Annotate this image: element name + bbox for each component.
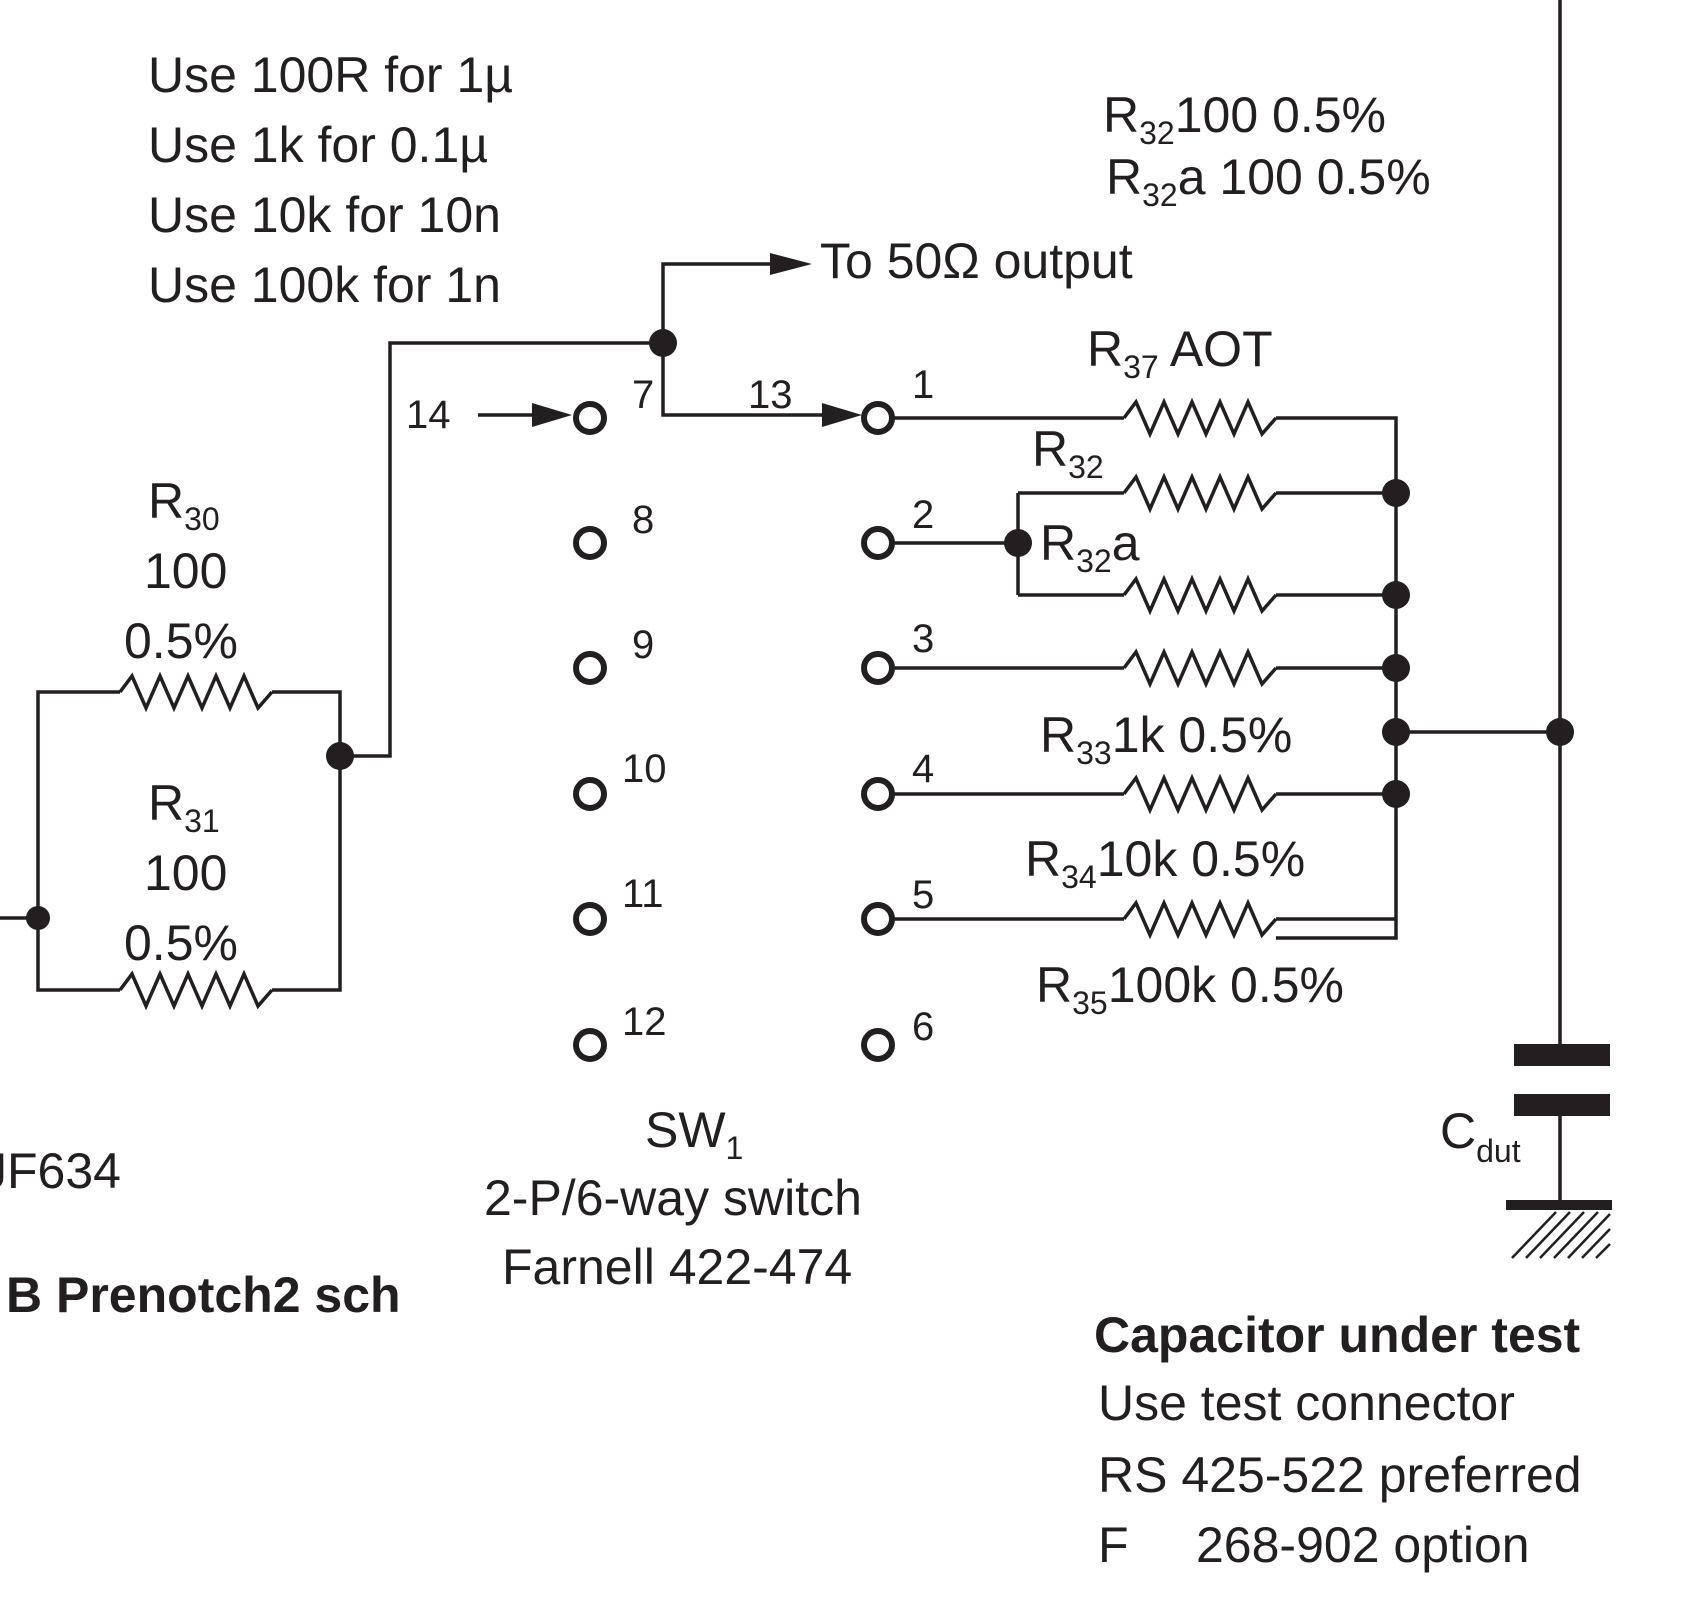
svg-text:100: 100 — [144, 543, 227, 599]
svg-text:SW1: SW1 — [645, 1102, 743, 1166]
r30-label: R30 100 0.5% — [124, 473, 238, 669]
svg-text:4: 4 — [912, 747, 934, 791]
svg-text:1: 1 — [912, 363, 934, 407]
svg-text:R30: R30 — [148, 473, 220, 537]
svg-text:7: 7 — [632, 373, 654, 417]
r32-label: R32 — [1032, 421, 1104, 485]
pole-a-arrow-icon — [532, 403, 572, 427]
note-line-2: Use 1k for 0.1µ — [148, 117, 488, 173]
ground-icon — [1506, 1200, 1612, 1210]
ground-hatch-icon — [1511, 1211, 1611, 1259]
r30-resistor — [118, 671, 274, 713]
svg-text:10: 10 — [622, 747, 667, 791]
r37-resistor — [1122, 397, 1278, 439]
pole-b-arrow-icon — [822, 403, 862, 427]
cap-note-line-1: Use test connector — [1098, 1375, 1515, 1431]
svg-text:R331k 0.5%: R331k 0.5% — [1040, 707, 1292, 771]
svg-text:Cdut: Cdut — [1440, 1103, 1521, 1169]
r34-resistor — [1122, 773, 1278, 815]
r30-r31-network — [0, 329, 862, 1011]
r32a-label: R32a — [1040, 515, 1140, 579]
capacitor-note: Capacitor under test Use test connector … — [1094, 1307, 1582, 1573]
r35-label: R35100k 0.5% — [1036, 957, 1344, 1021]
resistor-selection-notes: Use 100R for 1µ Use 1k for 0.1µ Use 10k … — [148, 47, 513, 313]
output-label: To 50Ω output — [820, 233, 1133, 289]
switch-terminal-3 — [861, 651, 895, 685]
svg-text:R32: R32 — [1032, 421, 1104, 485]
switch-terminal-8 — [573, 526, 607, 560]
resistor-bank — [892, 397, 1574, 940]
r31-resistor — [118, 969, 274, 1011]
svg-text:100: 100 — [144, 845, 227, 901]
svg-text:12: 12 — [622, 1000, 667, 1044]
svg-text:5: 5 — [912, 873, 934, 917]
switch-sw1: 14 13 7 8 9 10 11 12 1 2 3 4 5 6 SW1 2-P… — [406, 363, 934, 1295]
svg-text:R32a 100 0.5%: R32a 100 0.5% — [1106, 149, 1431, 213]
note-line-1: Use 100R for 1µ — [148, 47, 513, 103]
switch-terminal-6 — [861, 1028, 895, 1062]
output-connection: To 50Ω output — [661, 233, 1133, 343]
r32-spec-label: R32100 0.5% — [1103, 87, 1386, 151]
svg-text:R32100 0.5%: R32100 0.5% — [1103, 87, 1386, 151]
note-line-3: Use 10k for 10n — [148, 187, 501, 243]
switch-terminal-7 — [573, 401, 607, 435]
capacitor-plate-top — [1514, 1044, 1610, 1066]
r32-resistor — [1122, 472, 1278, 514]
svg-text:2: 2 — [912, 493, 934, 537]
note-line-4: Use 100k for 1n — [148, 257, 501, 313]
capacitor-plate-bottom — [1514, 1094, 1610, 1116]
capacitor-under-test: Cdut — [1440, 0, 1612, 1259]
switch-terminal-4 — [861, 777, 895, 811]
cap-note-line-2: RS 425-522 preferred — [1098, 1447, 1582, 1503]
switch-part-number: Farnell 422-474 — [502, 1239, 852, 1295]
svg-text:9: 9 — [632, 623, 654, 667]
r32a-resistor — [1122, 574, 1278, 616]
r35-resistor — [1122, 898, 1278, 940]
r34-label: R3410k 0.5% — [1025, 831, 1305, 895]
switch-terminal-2 — [861, 526, 895, 560]
switch-terminal-5 — [861, 902, 895, 936]
svg-text:R3410k 0.5%: R3410k 0.5% — [1025, 831, 1305, 895]
r33-resistor — [1122, 647, 1278, 689]
svg-text:0.5%: 0.5% — [124, 613, 238, 669]
svg-text:R35100k 0.5%: R35100k 0.5% — [1036, 957, 1344, 1021]
switch-terminal-1 — [861, 401, 895, 435]
ic-fragment-label: JF634 — [0, 1143, 121, 1199]
r33-label: R331k 0.5% — [1040, 707, 1292, 771]
cap-note-line-3-prefix: F — [1098, 1517, 1129, 1573]
switch-terminal-11 — [573, 902, 607, 936]
pole-a-label: 14 — [406, 393, 451, 437]
svg-text:R32a: R32a — [1040, 515, 1140, 579]
switch-terminal-10 — [573, 777, 607, 811]
switch-terminal-12 — [573, 1028, 607, 1062]
pole-b-label: 13 — [748, 373, 793, 417]
cap-note-title: Capacitor under test — [1094, 1307, 1581, 1363]
board-fragment-label: B Prenotch2 sch — [6, 1267, 401, 1323]
svg-text:R31: R31 — [148, 775, 220, 839]
svg-text:0.5%: 0.5% — [124, 915, 238, 971]
r32a-spec-label: R32a 100 0.5% — [1106, 149, 1431, 213]
svg-text:11: 11 — [622, 872, 664, 916]
switch-description: 2-P/6-way switch — [484, 1170, 862, 1226]
svg-text:3: 3 — [912, 617, 934, 661]
cap-note-line-3: 268-902 option — [1196, 1517, 1530, 1573]
switch-terminal-9 — [573, 651, 607, 685]
svg-text:6: 6 — [912, 1005, 934, 1049]
svg-text:8: 8 — [632, 498, 654, 542]
output-arrow-icon — [770, 253, 812, 275]
r31-label: R31 100 0.5% — [124, 775, 238, 971]
r37-label: R37 AOT — [1087, 321, 1273, 385]
svg-text:R37 AOT: R37 AOT — [1087, 321, 1273, 385]
